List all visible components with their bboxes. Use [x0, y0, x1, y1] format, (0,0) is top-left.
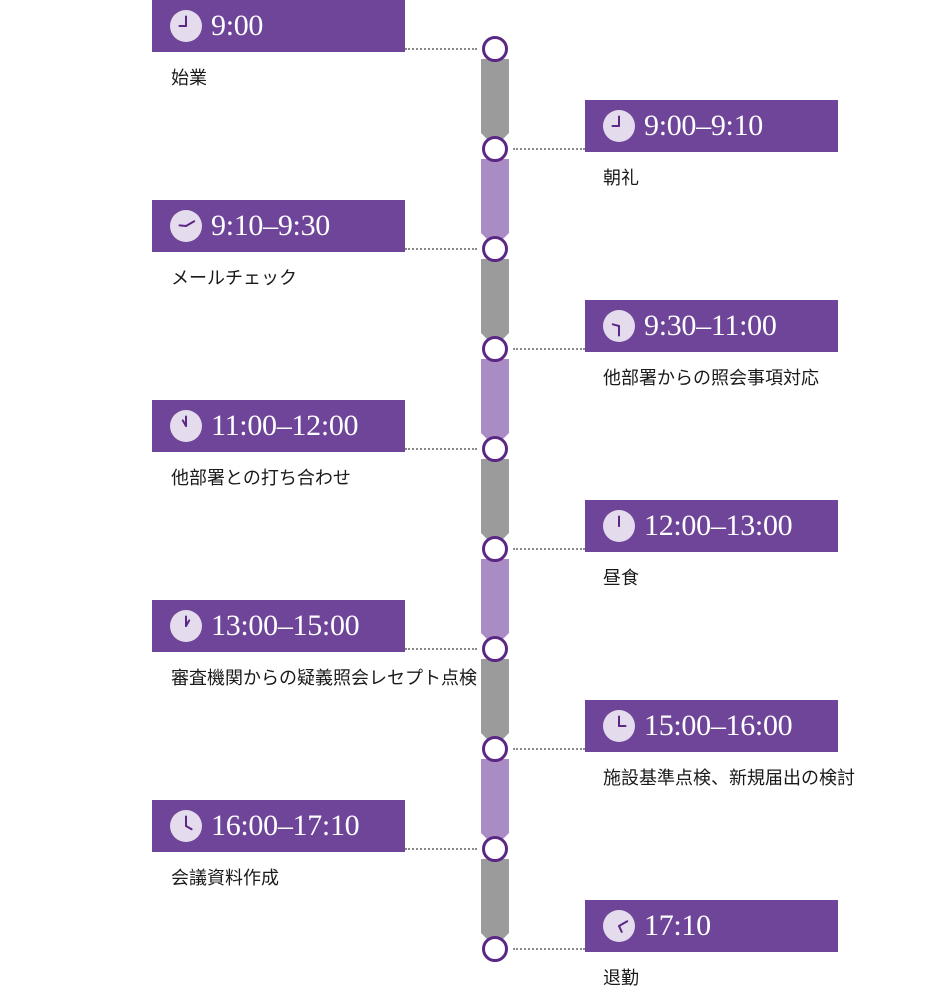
activity-label: 朝礼: [603, 168, 639, 189]
time-range-text: 17:10: [644, 909, 711, 942]
timeline-bar-segment: [481, 59, 509, 133]
time-range-text: 9:00: [211, 9, 264, 42]
timeline-connector: [405, 848, 477, 850]
time-range-text: 9:10–9:30: [211, 209, 330, 242]
timeline-connector: [513, 548, 585, 550]
time-label-box: 9:10–9:30: [152, 200, 405, 252]
activity-label: 会議資料作成: [171, 868, 279, 889]
timeline-connector: [405, 448, 477, 450]
time-label-box: 12:00–13:00: [585, 500, 838, 552]
activity-label: 他部署との打ち合わせ: [171, 468, 351, 489]
activity-label: 施設基準点検、新規届出の検討: [603, 768, 855, 789]
time-label-box: 17:10: [585, 900, 838, 952]
clock-hour-hand: [178, 224, 187, 227]
timeline-bar-segment: [481, 259, 509, 333]
timeline-connector: [405, 648, 477, 650]
activity-label: 昼食: [603, 568, 639, 589]
timeline-bar-segment: [481, 859, 509, 933]
clock-hour-hand: [185, 619, 191, 627]
timeline-node: [482, 336, 508, 362]
clock-icon: [603, 910, 635, 942]
time-label-box: 9:30–11:00: [585, 300, 838, 352]
activity-label: 退勤: [603, 968, 639, 989]
time-label-box: 13:00–15:00: [152, 600, 405, 652]
timeline-connector: [513, 348, 585, 350]
clock-hour-hand: [611, 323, 620, 327]
time-range-text: 9:00–9:10: [644, 109, 763, 142]
timeline-bar-segment: [481, 359, 509, 433]
timeline-connector: [405, 248, 477, 250]
timeline-connector: [513, 748, 585, 750]
time-range-text: 11:00–12:00: [211, 409, 359, 442]
time-range-text: 13:00–15:00: [211, 609, 360, 642]
time-label-box: 11:00–12:00: [152, 400, 405, 452]
timeline-node: [482, 236, 508, 262]
time-label-box: 15:00–16:00: [585, 700, 838, 752]
clock-icon: [170, 210, 202, 242]
time-range-text: 9:30–11:00: [644, 309, 777, 342]
timeline-connector: [513, 948, 585, 950]
timeline-node: [482, 436, 508, 462]
timeline-node: [482, 936, 508, 962]
timeline-bar-segment: [481, 759, 509, 833]
time-label-box: 9:00–9:10: [585, 100, 838, 152]
clock-hour-hand: [185, 825, 193, 831]
timeline-node: [482, 736, 508, 762]
timeline-bar-segment: [481, 659, 509, 733]
activity-label: 審査機関からの疑義照会レセプト点検: [171, 668, 477, 689]
clock-icon: [603, 310, 635, 342]
timeline-node: [482, 36, 508, 62]
clock-minute-hand: [185, 220, 196, 227]
timeline-node: [482, 636, 508, 662]
clock-hour-hand: [618, 925, 623, 933]
clock-minute-hand: [618, 920, 629, 927]
clock-icon: [170, 410, 202, 442]
timeline-node: [482, 136, 508, 162]
timeline-bar-segment: [481, 159, 509, 233]
clock-icon: [603, 110, 635, 142]
clock-icon: [170, 810, 202, 842]
clock-icon: [170, 10, 202, 42]
activity-label: 他部署からの照会事項対応: [603, 368, 819, 389]
timeline-node: [482, 536, 508, 562]
activity-label: 始業: [171, 68, 207, 89]
clock-icon: [170, 610, 202, 642]
time-label-box: 16:00–17:10: [152, 800, 405, 852]
clock-icon: [603, 710, 635, 742]
activity-label: メールチェック: [171, 268, 297, 289]
timeline-connector: [405, 48, 477, 50]
timeline-bar-segment: [481, 459, 509, 533]
timeline-node: [482, 836, 508, 862]
clock-icon: [603, 510, 635, 542]
clock-hour-hand: [181, 419, 187, 427]
timeline-bar-segment: [481, 559, 509, 633]
time-label-box: 9:00: [152, 0, 405, 52]
time-range-text: 16:00–17:10: [211, 809, 360, 842]
time-range-text: 15:00–16:00: [644, 709, 793, 742]
time-range-text: 12:00–13:00: [644, 509, 793, 542]
timeline-connector: [513, 148, 585, 150]
